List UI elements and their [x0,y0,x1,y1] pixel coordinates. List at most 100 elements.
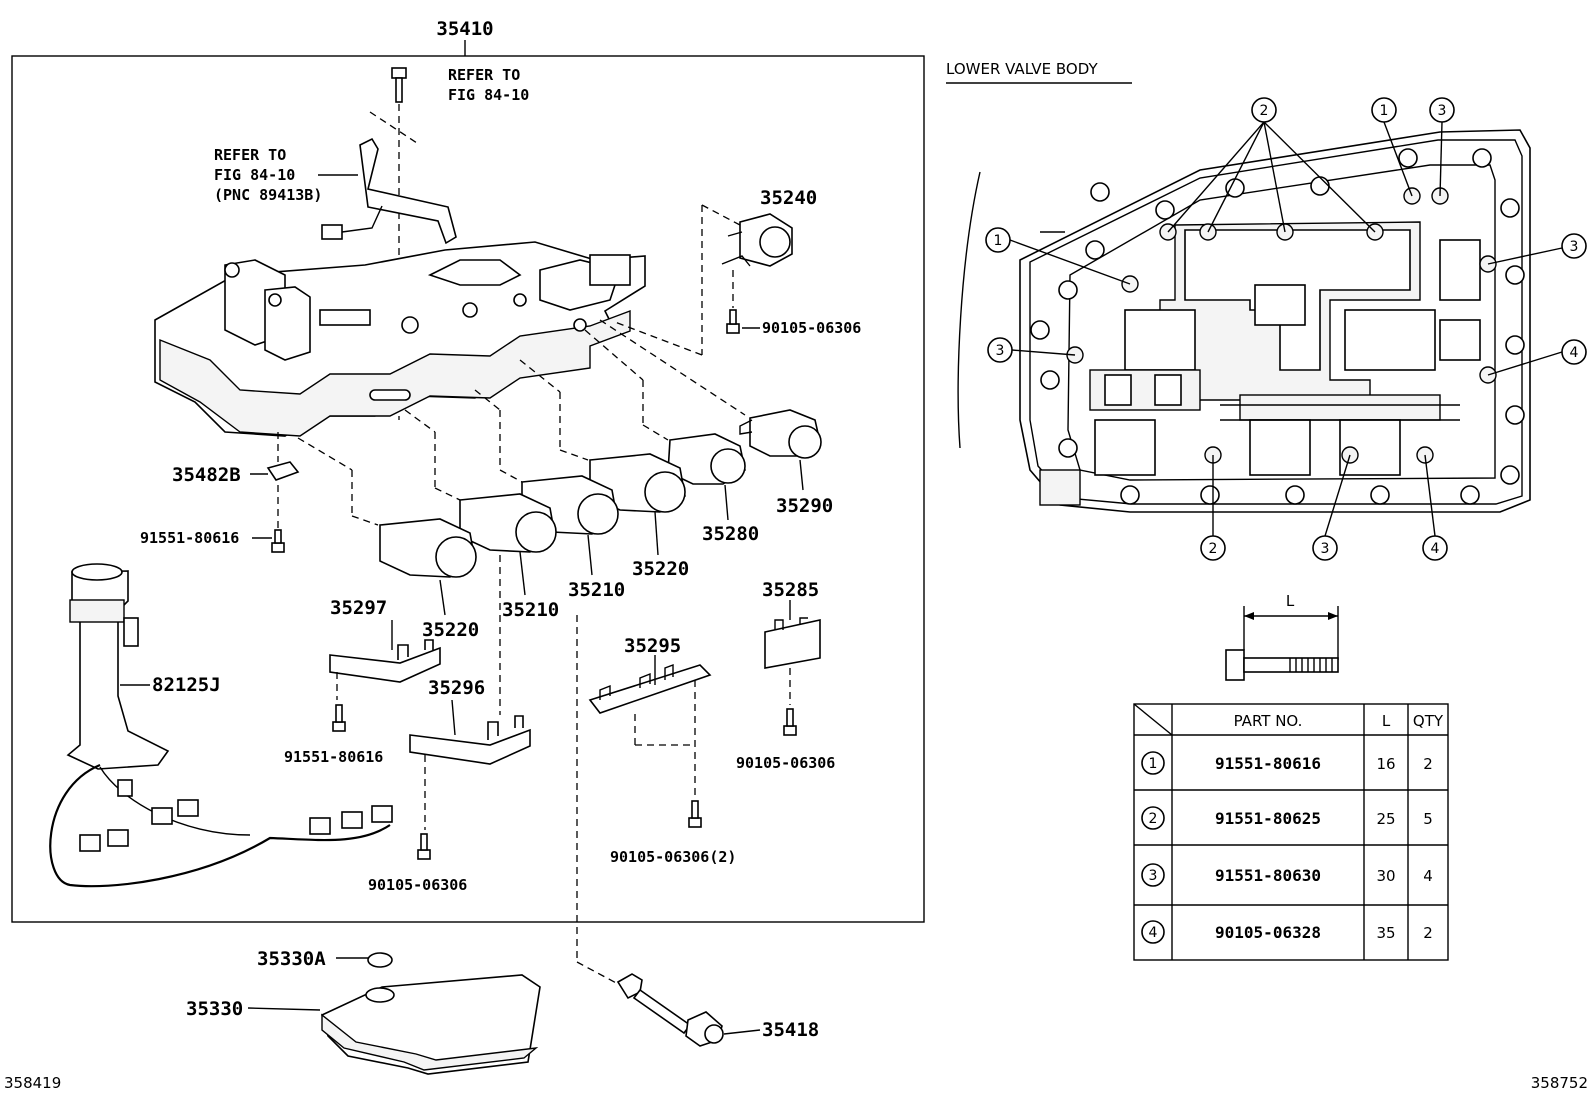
svg-text:2: 2 [1260,103,1269,119]
marker-3-right: 3 [1561,233,1587,259]
oil-strainer-35330 [247,974,541,1075]
svg-text:3: 3 [1570,239,1579,255]
table-cell-qty: 2 [1423,755,1433,773]
pipe-35418 [576,615,761,1047]
table-row: 2 91551-80625 25 5 [1141,806,1433,830]
svg-text:3: 3 [1438,103,1447,119]
lower-valve-body-drawing [957,129,1531,513]
table-cell-part-no: 91551-80625 [1215,809,1321,828]
svg-text:3: 3 [1321,541,1330,557]
marker-3-top: 3 [1429,97,1455,123]
plate-35295 [588,655,712,800]
marker-3-bottom: 3 [1312,535,1338,561]
table-cell-qty: 5 [1423,810,1433,828]
harness-refer-line2: FIG 84-10 [214,166,295,184]
plate-35482B [250,432,300,530]
callout-35210-b: 35210 [568,579,625,601]
callout-35220-a: 35220 [422,619,479,641]
callout-35295: 35295 [624,635,681,657]
marker-1-left: 1 [985,227,1011,253]
perimeter-bolt-holes [1030,148,1525,505]
clip-35285 [764,600,821,705]
footer-right-code: 358752 [1531,1074,1588,1092]
bracket-35297 [329,620,441,700]
table-row: 1 91551-80616 16 2 [1141,751,1433,775]
svg-text:4: 4 [1570,345,1579,361]
table-header-length: L [1382,712,1391,730]
callout-91551-a: 91551-80616 [140,529,239,547]
bolt-refer-line1: REFER TO [448,66,520,84]
bolt-length-sketch: L [1225,592,1339,681]
solenoid-35280 [584,329,746,521]
callout-35330: 35330 [186,998,243,1020]
table-cell-length: 30 [1376,867,1395,885]
callout-35418: 35418 [762,1019,819,1041]
table-header-qty: QTY [1413,712,1444,730]
marker-2-top: 2 [1251,97,1277,123]
table-cell-part-no: 91551-80616 [1215,754,1321,773]
table-cell-part-no: 90105-06328 [1215,923,1321,942]
callout-35285: 35285 [762,579,819,601]
svg-text:2: 2 [1209,541,1218,557]
marker-1-top: 1 [1371,97,1397,123]
valve-body-assembly [154,241,646,437]
callout-90105-a: 90105-06306 [762,319,861,337]
main-assembly-group: 35410 [11,18,925,923]
bolt-90105-d [783,708,797,736]
callout-90105-c: 90105-06306(2) [610,848,736,866]
marker-3-left: 3 [987,337,1013,363]
callout-35210-a: 35210 [502,599,559,621]
solenoid-35220-a [297,437,477,616]
svg-text:2: 2 [1149,811,1158,827]
bolt-refer-line2: FIG 84-10 [448,86,529,104]
table-header-part-no: PART NO. [1234,712,1303,730]
harness-refer-line3: (PNC 89413B) [214,186,322,204]
callout-91551-b: 91551-80616 [284,748,383,766]
table-cell-qty: 4 [1423,867,1433,885]
svg-text:3: 3 [1149,868,1158,884]
solenoid-35240 [614,204,793,356]
table-cell-length: 25 [1376,810,1395,828]
svg-text:1: 1 [1380,103,1389,119]
table-cell-qty: 2 [1423,924,1433,942]
solenoid-35290 [599,319,822,491]
table-cell-length: 16 [1376,755,1395,773]
svg-text:1: 1 [1149,756,1158,772]
table-row: 4 90105-06328 35 2 [1141,920,1433,944]
table-cell-length: 35 [1376,924,1395,942]
bolt-90105-c [688,800,702,828]
svg-text:4: 4 [1149,925,1158,941]
footer-left-code: 358419 [4,1074,61,1092]
oring-35330A [336,952,393,968]
svg-text:1: 1 [994,233,1003,249]
bolt-table: PART NO. L QTY 1 91551-80616 16 2 2 9155… [1133,703,1449,961]
callout-35290: 35290 [776,495,833,517]
callout-35220-b: 35220 [632,558,689,580]
marker-leaders [1009,121,1563,537]
callout-35482B: 35482B [172,464,241,486]
solenoid-35210-a [404,409,557,596]
assembly-frame [11,55,925,923]
callout-90105-b: 90105-06306 [368,876,467,894]
bolt-length-label: L [1286,592,1295,610]
callout-35280: 35280 [702,523,759,545]
callout-82125J: 82125J [152,674,221,696]
callout-35330A: 35330A [257,948,326,970]
bolt-90105-b [417,833,431,860]
assembly-part-number: 35410 [436,18,493,40]
callout-35297: 35297 [330,597,387,619]
callout-35296: 35296 [428,677,485,699]
marker-2-bottom: 2 [1200,535,1226,561]
bolt-91551-b [332,704,346,732]
bolt-90105-a [726,270,760,334]
bolt-91551-a [252,529,285,553]
solenoid-harness-connector [321,111,457,245]
table-row: 3 91551-80630 30 4 [1141,863,1433,887]
harness-refer-line1: REFER TO [214,146,286,164]
bracket-35296 [409,555,531,830]
table-cell-part-no: 91551-80630 [1215,866,1321,885]
wire-harness-82125J [49,563,393,888]
marker-4-right: 4 [1561,339,1587,365]
marker-4-bottom: 4 [1422,535,1448,561]
